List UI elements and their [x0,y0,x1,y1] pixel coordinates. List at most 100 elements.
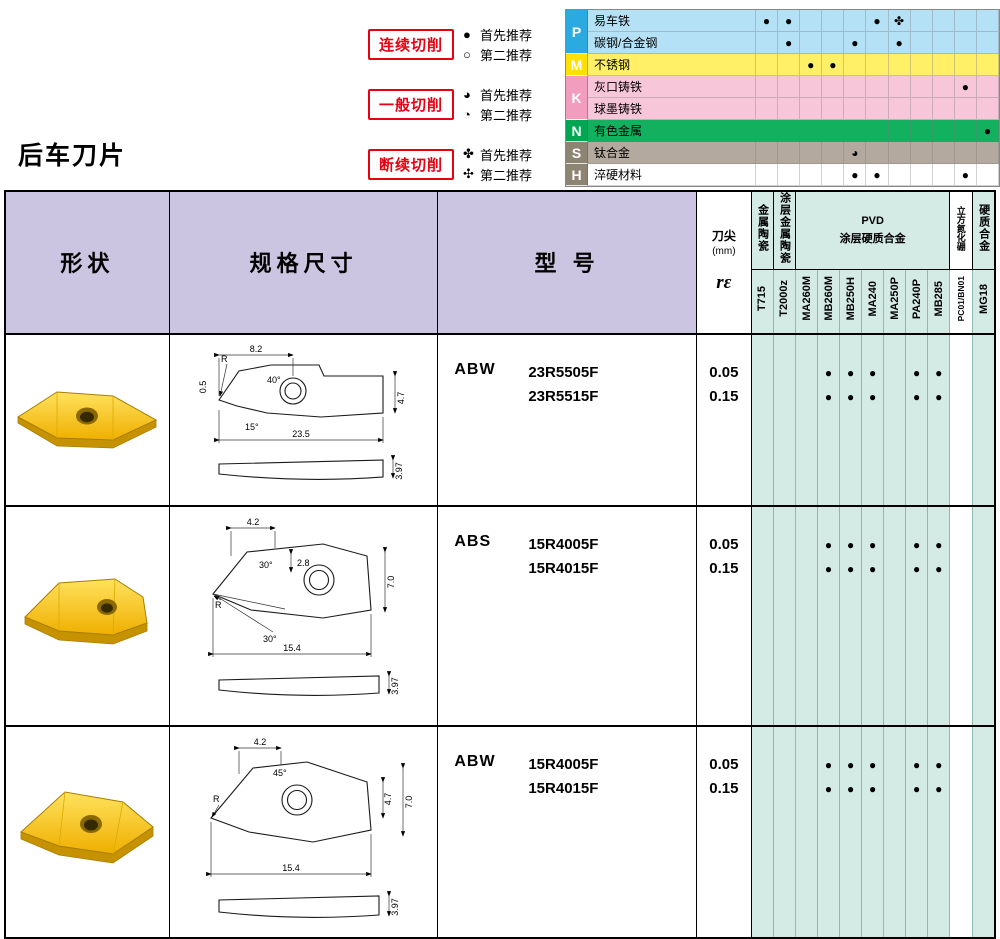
nose-label: 刀尖 [711,229,736,244]
chart-cell [822,164,845,186]
material-class-N: N [566,120,588,142]
legend-label-interrupted: 断续切削 [368,149,455,180]
chart-cell [866,120,889,142]
grade-column-PC01/BN01: PC01/BN01 [949,269,974,334]
recommendation-mark: ● [888,32,911,54]
grade-recommended-cell: ●● [927,505,951,726]
chart-cell [866,142,889,164]
grade-cell [750,505,774,726]
nose-radius-cell: 0.05 0.15 [695,725,752,938]
grade-recommended-cell: ●● [861,505,885,726]
dim-label: 45° [273,768,287,778]
recommendation-mark: ● [866,164,889,186]
grade-cell [972,505,996,726]
dim-label: 30° [263,634,277,644]
recommendation-mark: ● [866,10,889,32]
dim-label: 15° [245,422,259,432]
nose-radius-value: 0.15 [709,779,739,797]
grade-cell [949,505,974,726]
model-cell: ABW 23R5505F 23R5515F [437,333,697,506]
group-cbn: 立方氮化硼 [949,190,974,270]
chart-cell [800,142,823,164]
dim-label: 15.4 [282,863,300,873]
chart-cell [976,54,999,76]
grade-column-MA250P: MA250P [883,269,907,334]
grade-cell [750,333,774,506]
legend-text: 首先推荐 [480,27,533,43]
open-clover-icon: ✣ [463,166,474,181]
grade-recommended-cell: ●● [905,725,929,938]
legend-text: 首先推荐 [480,147,533,163]
col-header-dimensions: 规格尺寸 [168,190,439,334]
material-class-S: S [566,142,588,164]
chart-cell [932,54,955,76]
grade-cell [794,333,819,506]
material-name: 碳钢/合金钢 [588,32,756,54]
page-title: 后车刀片 [18,142,127,170]
grade-recommended-cell: ●● [839,505,863,726]
chart-cell [954,54,977,76]
material-name: 不锈钢 [588,54,756,76]
chart-cell [800,120,823,142]
chart-cell [778,76,801,98]
grade-cell [794,725,819,938]
chart-cell [822,10,845,32]
open-half-circle-icon: ◔ [463,106,471,122]
chart-cell [844,76,867,98]
chart-cell [910,142,933,164]
chart-cell [756,76,779,98]
nose-unit: (mm) [712,246,736,258]
chart-cell [756,120,779,142]
chart-cell [932,32,955,54]
chart-cell [778,142,801,164]
chart-cell [756,164,779,186]
group-cermet: 金属陶瓷 [750,190,774,270]
chart-cell [844,120,867,142]
chart-cell [822,76,845,98]
chart-cell [844,10,867,32]
dim-label: 40° [267,375,281,385]
grade-cell [972,725,996,938]
chart-cell [932,10,955,32]
recommendation-mark: ● [756,10,779,32]
legend-label-general: 一般切削 [368,89,455,120]
legend-text: 第二推荐 [480,47,533,63]
grade-recommended-cell: ●● [905,333,929,506]
dim-label: 30° [259,560,273,570]
grade-cell [949,725,974,938]
grade-recommended-cell: ●● [817,725,841,938]
chart-cell [822,142,845,164]
insert-row: 8.2 40° 0.5 R 4.7 15° 23.5 3.97 [4,333,996,506]
grade-column-T2000z: T2000z [772,269,796,334]
chart-cell [910,76,933,98]
material-class-M: M [566,54,588,76]
legend-text: 第二推荐 [480,107,533,123]
grade-cell [794,505,819,726]
chart-cell [866,76,889,98]
recommendation-mark: ● [822,54,845,76]
nose-radius-value: 0.05 [709,363,739,381]
group-coated-cermet: 涂层金属陶瓷 [772,190,796,270]
chart-cell [778,98,801,120]
half-filled-circle-icon: ◕ [463,86,471,102]
legend-label-continuous: 连续切削 [368,29,455,60]
legend-general-cutting: 一般切削 ◕首先推荐 ◔第二推荐 [368,84,532,124]
chart-cell [888,120,911,142]
grade-column-MB285: MB285 [927,269,951,334]
chart-cell [954,98,977,120]
model-prefix: ABW [454,360,496,378]
nose-radius-cell: 0.05 0.15 [695,505,752,726]
col-header-nose-radius: 刀尖(mm) rε [695,190,752,334]
dim-label: 15.4 [283,643,301,653]
chart-cell [954,142,977,164]
dimension-drawing: 4.2 45° R 4.7 7.0 15.4 3.97 [205,737,414,918]
chart-cell [976,10,999,32]
chart-cell [866,98,889,120]
chart-cell [866,54,889,76]
grade-cell [972,333,996,506]
recommendation-mark: ✤ [888,10,911,32]
col-header-model: 型 号 [437,190,697,334]
chart-cell [910,32,933,54]
grade-recommended-cell: ●● [817,333,841,506]
